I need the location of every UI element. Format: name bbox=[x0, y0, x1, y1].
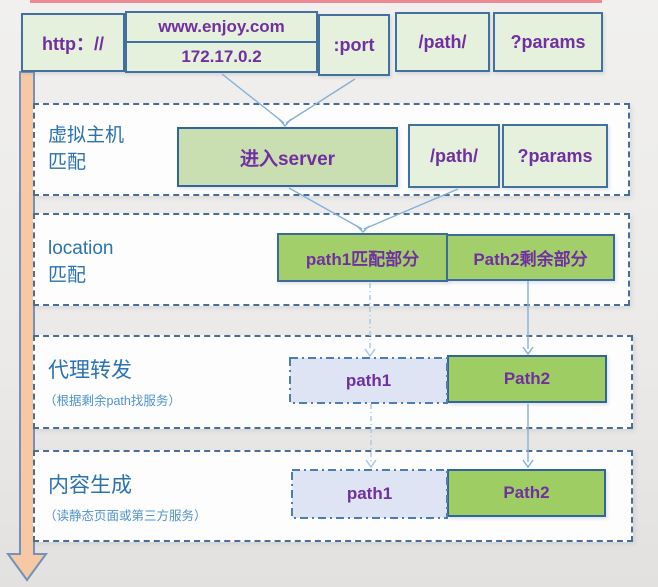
stage-location-label-line2: 匹配 bbox=[48, 265, 87, 286]
stage-proxy-note: （根据剩余path找服务） bbox=[44, 394, 181, 408]
url-scheme-label: http：// bbox=[42, 33, 104, 54]
enter-server-box: 进入server bbox=[177, 127, 398, 187]
url-params-box: ?params bbox=[493, 12, 603, 72]
path2-remainder-box: Path2剩余部分 bbox=[446, 234, 615, 281]
url-path-box: /path/ bbox=[395, 12, 490, 72]
url-params-label: ?params bbox=[510, 31, 586, 52]
host-domain: www.enjoy.com bbox=[127, 13, 316, 43]
stage-location-label-line1: location bbox=[48, 238, 114, 259]
stage-vhost-label-line1: 虚拟主机 bbox=[48, 125, 125, 146]
stage1-params-box: ?params bbox=[502, 124, 608, 188]
proxy-path1-box: path1 bbox=[290, 358, 447, 403]
stage-content-note: （读静态页面或第三方服务） bbox=[44, 509, 207, 523]
url-port-box: :port bbox=[318, 14, 390, 76]
proxy-path1-label: path1 bbox=[345, 370, 392, 390]
url-path-label: /path/ bbox=[418, 31, 467, 52]
url-port-label: :port bbox=[333, 34, 375, 55]
stage1-path-box: /path/ bbox=[408, 124, 500, 188]
stage1-path-label: /path/ bbox=[430, 145, 478, 166]
stage-location-label: location 匹配 bbox=[48, 235, 114, 289]
url-scheme-box: http：// bbox=[21, 13, 125, 72]
path1-matched-box: path1匹配部分 bbox=[277, 233, 448, 282]
content-path2-box: Path2 bbox=[447, 469, 606, 517]
content-path1-box: path1 bbox=[292, 470, 447, 518]
host-ip: 172.17.0.2 bbox=[181, 47, 262, 66]
url-host-box: www.enjoy.com 172.17.0.2 bbox=[125, 11, 318, 73]
content-path2-label: Path2 bbox=[503, 483, 550, 502]
path1-matched-label: path1匹配部分 bbox=[305, 250, 420, 269]
stage-content-label: 内容生成 bbox=[48, 474, 132, 497]
enter-server-label: 进入server bbox=[239, 148, 336, 170]
proxy-path2-box: Path2 bbox=[447, 355, 607, 403]
stage-vhost-label-line2: 匹配 bbox=[48, 152, 87, 173]
path2-remainder-label: Path2剩余部分 bbox=[473, 250, 588, 269]
proxy-path2-label: Path2 bbox=[503, 369, 551, 388]
slide-top-edge bbox=[30, 0, 602, 3]
content-path1-label: path1 bbox=[346, 484, 393, 503]
stage1-params-label: ?params bbox=[517, 145, 593, 166]
stage-proxy-label: 代理转发 bbox=[48, 359, 132, 382]
stage-vhost-label: 虚拟主机匹配 bbox=[48, 122, 124, 176]
